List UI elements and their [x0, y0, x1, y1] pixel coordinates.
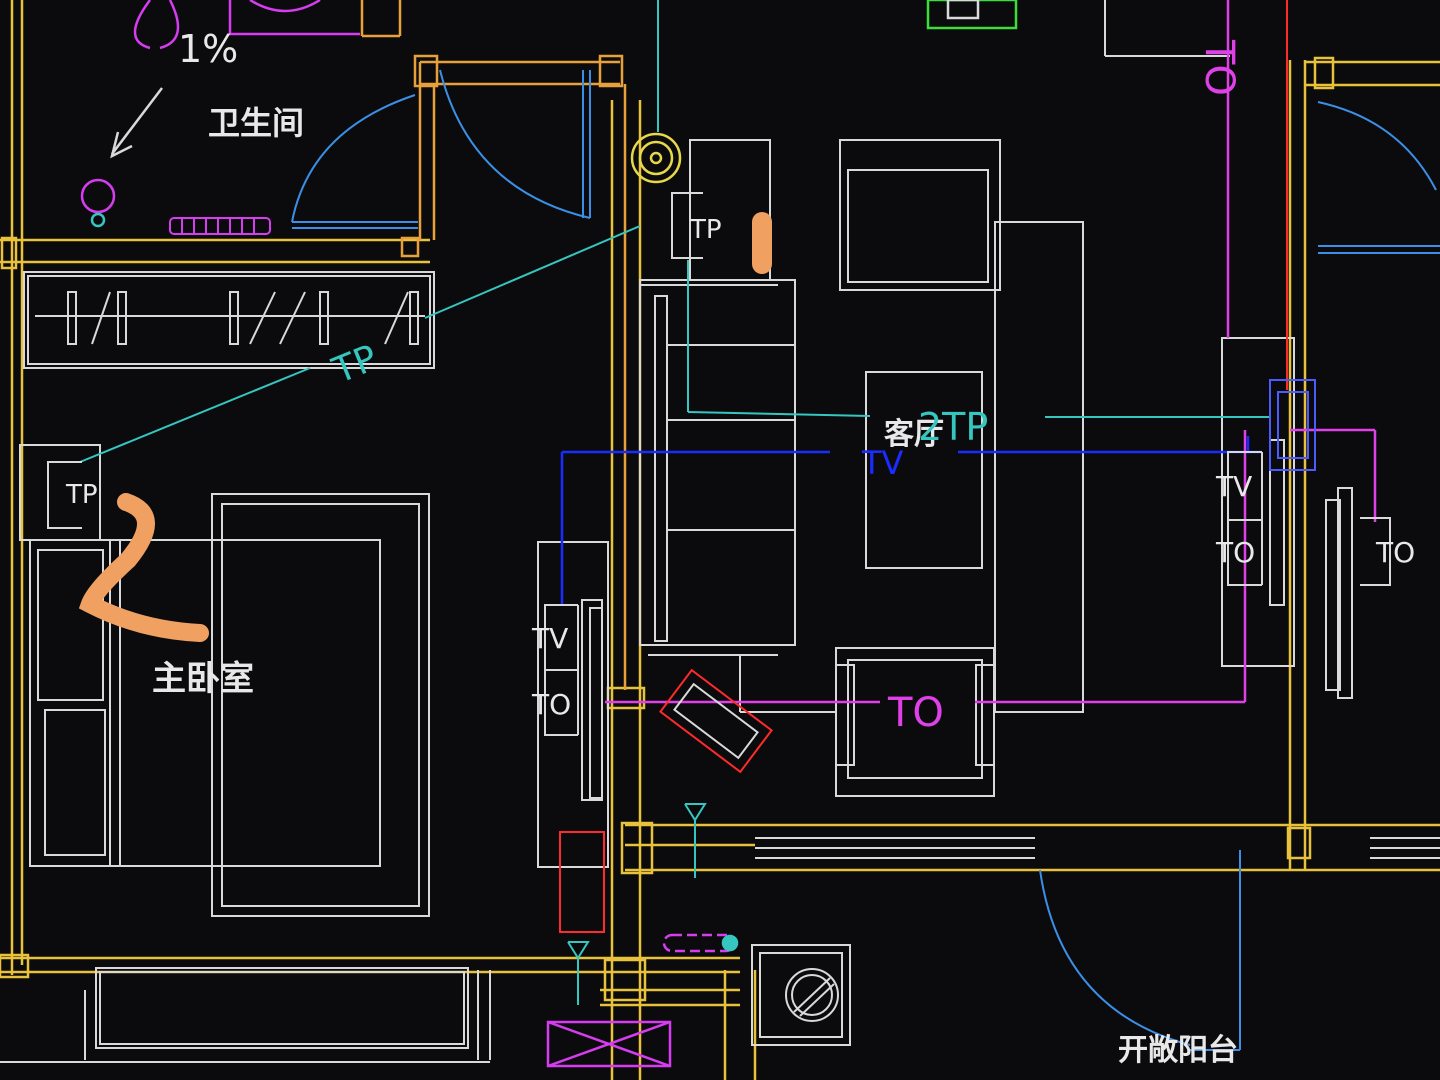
- inner-walls: [360, 0, 627, 690]
- outlet-boxes: [47, 192, 1391, 736]
- to-label-right-a: TO: [1215, 536, 1255, 569]
- door-arcs: [291, 69, 1440, 1051]
- to-label-center: TO: [887, 690, 944, 736]
- slope-arrow: [110, 87, 163, 159]
- green-box: [926, 0, 1018, 30]
- exhaust-fan: [546, 933, 739, 1068]
- tv-cables: [560, 436, 1262, 605]
- tv-label-right: TV: [1215, 470, 1252, 503]
- lamp-symbol: [80, 0, 360, 228]
- riser-line: [559, 0, 1288, 933]
- drain-grille: [169, 217, 271, 235]
- tel-wall-box: [1269, 379, 1316, 471]
- room-label-bathroom: 卫生间: [208, 104, 304, 142]
- to-label-left: TO: [531, 688, 571, 721]
- room-label-living-room: 客厅: [884, 417, 944, 452]
- tv-label-left: TV: [531, 622, 568, 655]
- tp-label-top: TP: [689, 215, 722, 245]
- tp-label-left: TP: [65, 480, 98, 510]
- tp-label-2tp: 2TP: [918, 405, 988, 449]
- to-cables: [605, 0, 1377, 704]
- ceiling-light: [630, 132, 682, 184]
- room-label-balcony: 开敞阳台: [1118, 1033, 1238, 1068]
- slope-label: 1%: [178, 27, 238, 71]
- hand-markers: [78, 212, 772, 642]
- tp-cables: [79, 0, 1270, 463]
- room-label-master-bedroom: 主卧室: [152, 659, 254, 699]
- tv-label-mid: TV: [861, 444, 904, 482]
- detector-symbols: [567, 803, 707, 1005]
- to-label-top-right: TO: [1196, 39, 1242, 96]
- to-label-right-b: TO: [1375, 536, 1415, 569]
